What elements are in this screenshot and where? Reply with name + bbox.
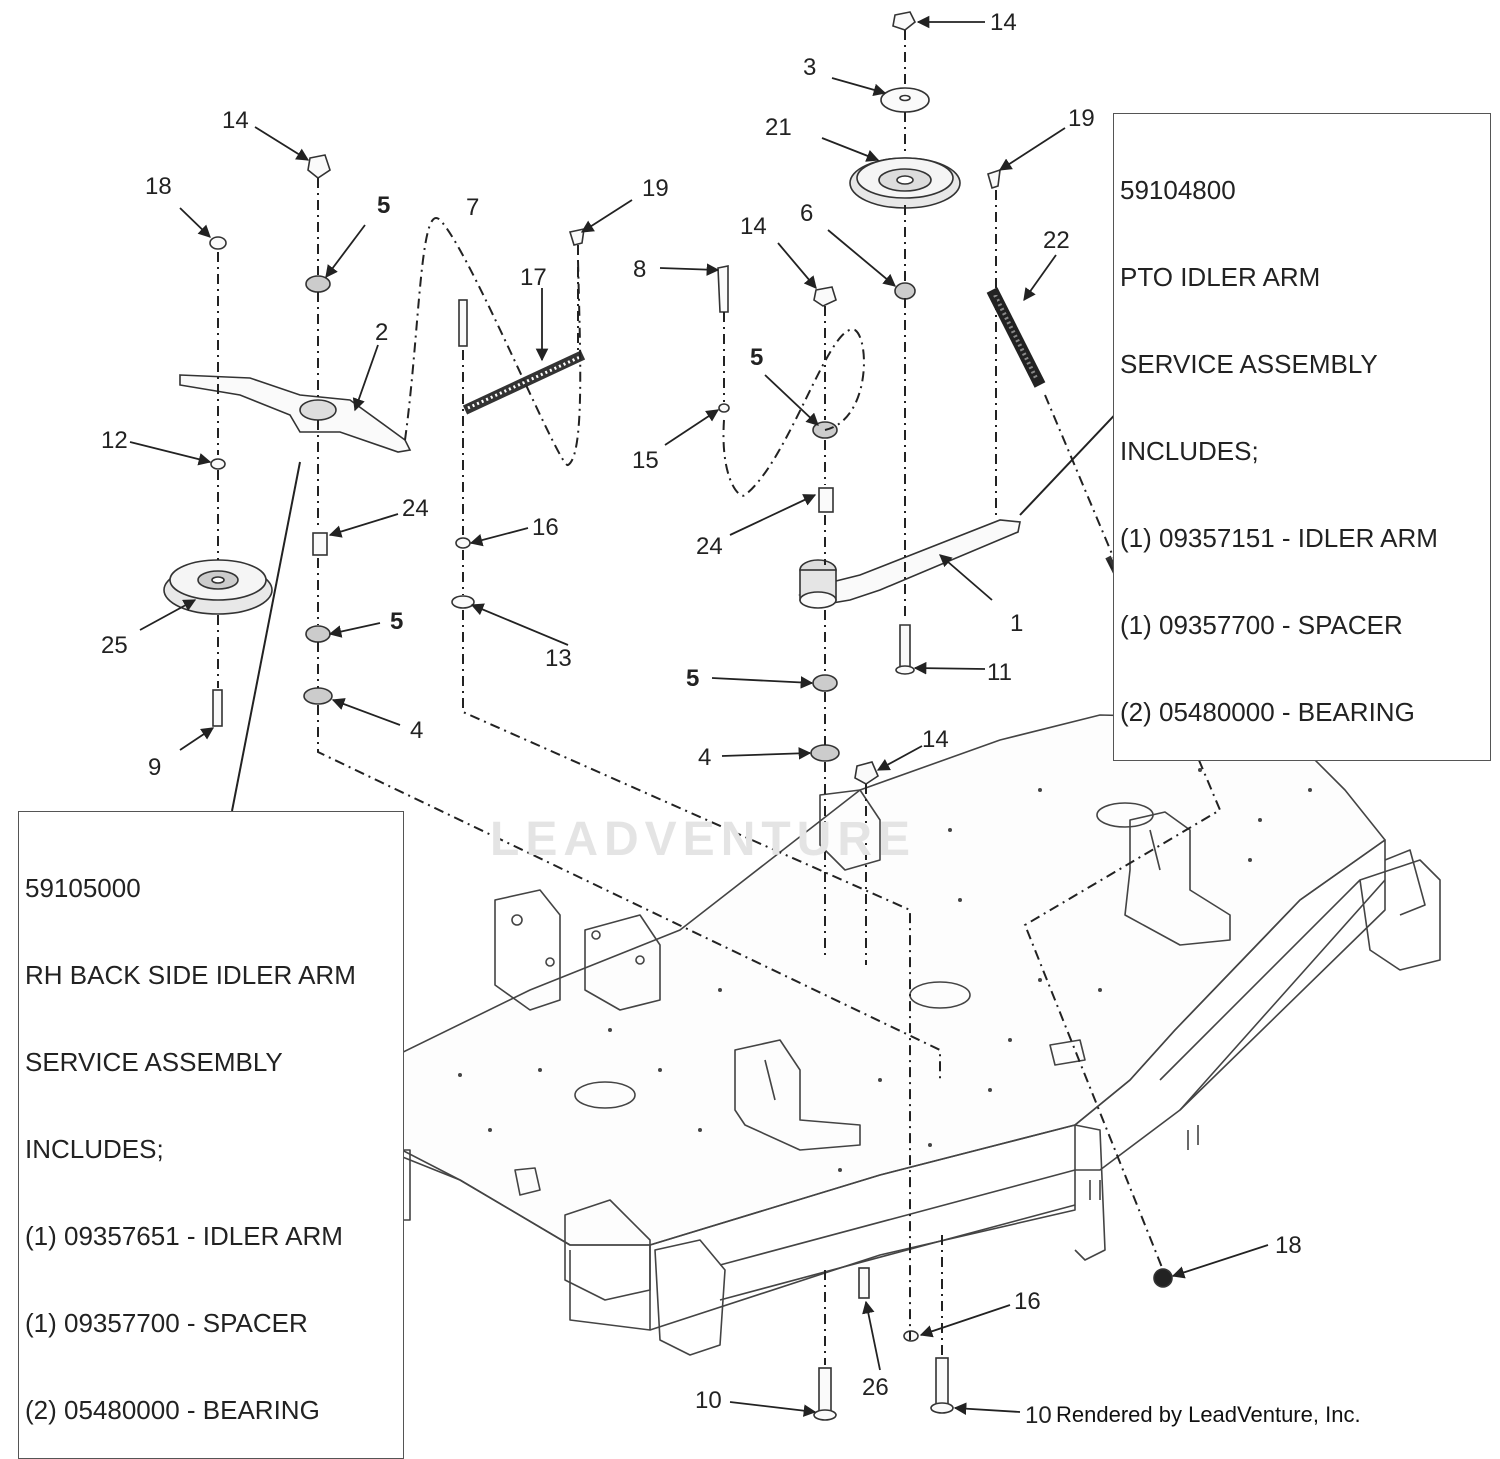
callout-10: 10 bbox=[1025, 1402, 1052, 1429]
box-line: (2) 05480000 - BEARING bbox=[1120, 697, 1415, 727]
box-line: PTO IDLER ARM bbox=[1120, 262, 1321, 292]
parts-drawings bbox=[163, 11, 1173, 1421]
callout-25: 25 bbox=[101, 632, 128, 659]
watermark: LEADVENTURE bbox=[490, 813, 917, 866]
box-line: (1) 09357700 - SPACER bbox=[25, 1308, 308, 1338]
callout-19: 19 bbox=[642, 175, 669, 202]
callout-14: 14 bbox=[990, 9, 1017, 36]
box-line: 59105000 bbox=[25, 873, 141, 903]
callout-18: 18 bbox=[1275, 1232, 1302, 1259]
box-line: INCLUDES; bbox=[25, 1134, 164, 1164]
callout-19: 19 bbox=[1068, 105, 1095, 132]
callout-16: 16 bbox=[532, 514, 559, 541]
callout-9: 9 bbox=[148, 754, 161, 781]
box-line: (1) 09357651 - IDLER ARM bbox=[25, 1221, 343, 1251]
box-line: SERVICE ASSEMBLY bbox=[1120, 349, 1378, 379]
callout-15: 15 bbox=[632, 447, 659, 474]
pto-idler-arm-assembly-box: 59104800 PTO IDLER ARM SERVICE ASSEMBLY … bbox=[1113, 113, 1491, 761]
callout-22: 22 bbox=[1043, 227, 1070, 254]
assembly-lines bbox=[217, 30, 1222, 1365]
box-line: 59104800 bbox=[1120, 175, 1236, 205]
leader-lines bbox=[129, 15, 1269, 1417]
callout-18: 18 bbox=[145, 173, 172, 200]
callout-4: 4 bbox=[698, 744, 711, 771]
callout-7: 7 bbox=[466, 194, 479, 221]
box-line: INCLUDES; bbox=[1120, 436, 1259, 466]
rh-idler-arm-assembly-box: 59105000 RH BACK SIDE IDLER ARM SERVICE … bbox=[18, 811, 404, 1459]
callout-17: 17 bbox=[520, 264, 547, 291]
callout-14: 14 bbox=[922, 726, 949, 753]
box-line: (1) 09357700 - SPACER bbox=[1120, 610, 1403, 640]
callout-5: 5 bbox=[390, 608, 403, 635]
callout-5: 5 bbox=[686, 665, 699, 692]
box-line: (1) 09357151 - IDLER ARM bbox=[1120, 523, 1438, 553]
box-line: RH BACK SIDE IDLER ARM bbox=[25, 960, 356, 990]
box-line: SERVICE ASSEMBLY bbox=[25, 1047, 283, 1077]
callout-4: 4 bbox=[410, 717, 423, 744]
callout-12: 12 bbox=[101, 427, 128, 454]
callout-14: 14 bbox=[740, 213, 767, 240]
callout-1: 1 bbox=[1010, 610, 1023, 637]
mower-deck bbox=[304, 714, 1441, 1356]
callout-24: 24 bbox=[402, 495, 429, 522]
callout-5: 5 bbox=[750, 344, 763, 371]
callout-5: 5 bbox=[377, 192, 390, 219]
callout-14: 14 bbox=[222, 107, 249, 134]
callout-3: 3 bbox=[803, 54, 816, 81]
callout-21: 21 bbox=[765, 114, 792, 141]
callout-6: 6 bbox=[800, 200, 813, 227]
callout-16: 16 bbox=[1014, 1288, 1041, 1315]
box-line: (2) 05480000 - BEARING bbox=[25, 1395, 320, 1425]
callout-10: 10 bbox=[695, 1387, 722, 1414]
callout-2: 2 bbox=[375, 319, 388, 346]
rendered-by-credit: Rendered by LeadVenture, Inc. bbox=[1056, 1402, 1361, 1427]
callout-11: 11 bbox=[987, 659, 1012, 686]
callout-24: 24 bbox=[696, 533, 723, 560]
callout-26: 26 bbox=[862, 1374, 889, 1401]
callout-8: 8 bbox=[633, 256, 646, 283]
callout-13: 13 bbox=[545, 645, 572, 672]
